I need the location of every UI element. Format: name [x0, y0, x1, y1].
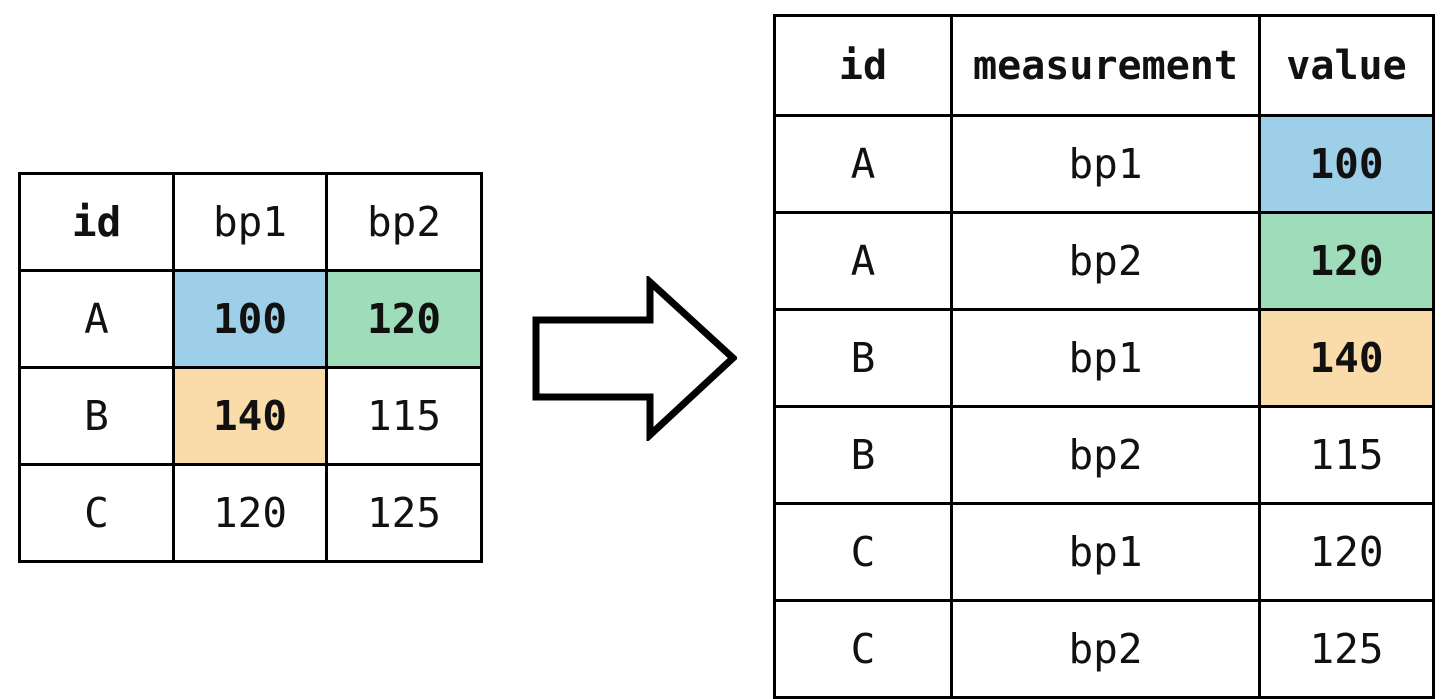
long-cell-id: C	[773, 502, 953, 602]
wide-header-id: id	[18, 172, 175, 272]
wide-cell-id: C	[18, 463, 175, 563]
wide-header-bp1: bp1	[172, 172, 328, 272]
long-cell-measurement: bp1	[950, 502, 1261, 602]
long-cell-id: C	[773, 599, 953, 699]
long-cell-measurement: bp2	[950, 211, 1261, 311]
wide-format-table: id bp1 bp2 A 100 120 B 140 115 C 120 125	[18, 172, 483, 563]
wide-cell-bp1: 140	[172, 366, 328, 466]
table-row: A bp2 120	[773, 211, 1435, 311]
long-cell-value: 120	[1258, 211, 1435, 311]
wide-table-header-row: id bp1 bp2	[18, 172, 483, 272]
wide-cell-bp2: 120	[325, 269, 483, 369]
long-cell-id: B	[773, 405, 953, 505]
long-format-table: id measurement value A bp1 100 A bp2 120…	[773, 14, 1435, 699]
table-row: C bp2 125	[773, 599, 1435, 699]
table-row: C 120 125	[18, 463, 483, 563]
table-row: B bp2 115	[773, 405, 1435, 505]
long-cell-measurement: bp2	[950, 599, 1261, 699]
long-cell-id: A	[773, 211, 953, 311]
long-table-header-row: id measurement value	[773, 14, 1435, 117]
wide-header-bp2: bp2	[325, 172, 483, 272]
wide-cell-bp2: 115	[325, 366, 483, 466]
table-row: B bp1 140	[773, 308, 1435, 408]
wide-cell-bp1: 100	[172, 269, 328, 369]
wide-cell-bp1: 120	[172, 463, 328, 563]
long-cell-id: A	[773, 114, 953, 214]
long-cell-measurement: bp1	[950, 114, 1261, 214]
long-cell-value: 125	[1258, 599, 1435, 699]
wide-cell-id: B	[18, 366, 175, 466]
long-cell-id: B	[773, 308, 953, 408]
table-row: B 140 115	[18, 366, 483, 466]
long-header-measurement: measurement	[950, 14, 1261, 117]
long-header-id: id	[773, 14, 953, 117]
wide-cell-bp2: 125	[325, 463, 483, 563]
long-cell-measurement: bp2	[950, 405, 1261, 505]
long-cell-value: 120	[1258, 502, 1435, 602]
long-header-value: value	[1258, 14, 1435, 117]
table-row: A bp1 100	[773, 114, 1435, 214]
right-block-arrow-icon	[532, 276, 737, 441]
long-cell-value: 100	[1258, 114, 1435, 214]
wide-cell-id: A	[18, 269, 175, 369]
long-cell-value: 115	[1258, 405, 1435, 505]
long-cell-measurement: bp1	[950, 308, 1261, 408]
table-row: A 100 120	[18, 269, 483, 369]
table-row: C bp1 120	[773, 502, 1435, 602]
long-cell-value: 140	[1258, 308, 1435, 408]
